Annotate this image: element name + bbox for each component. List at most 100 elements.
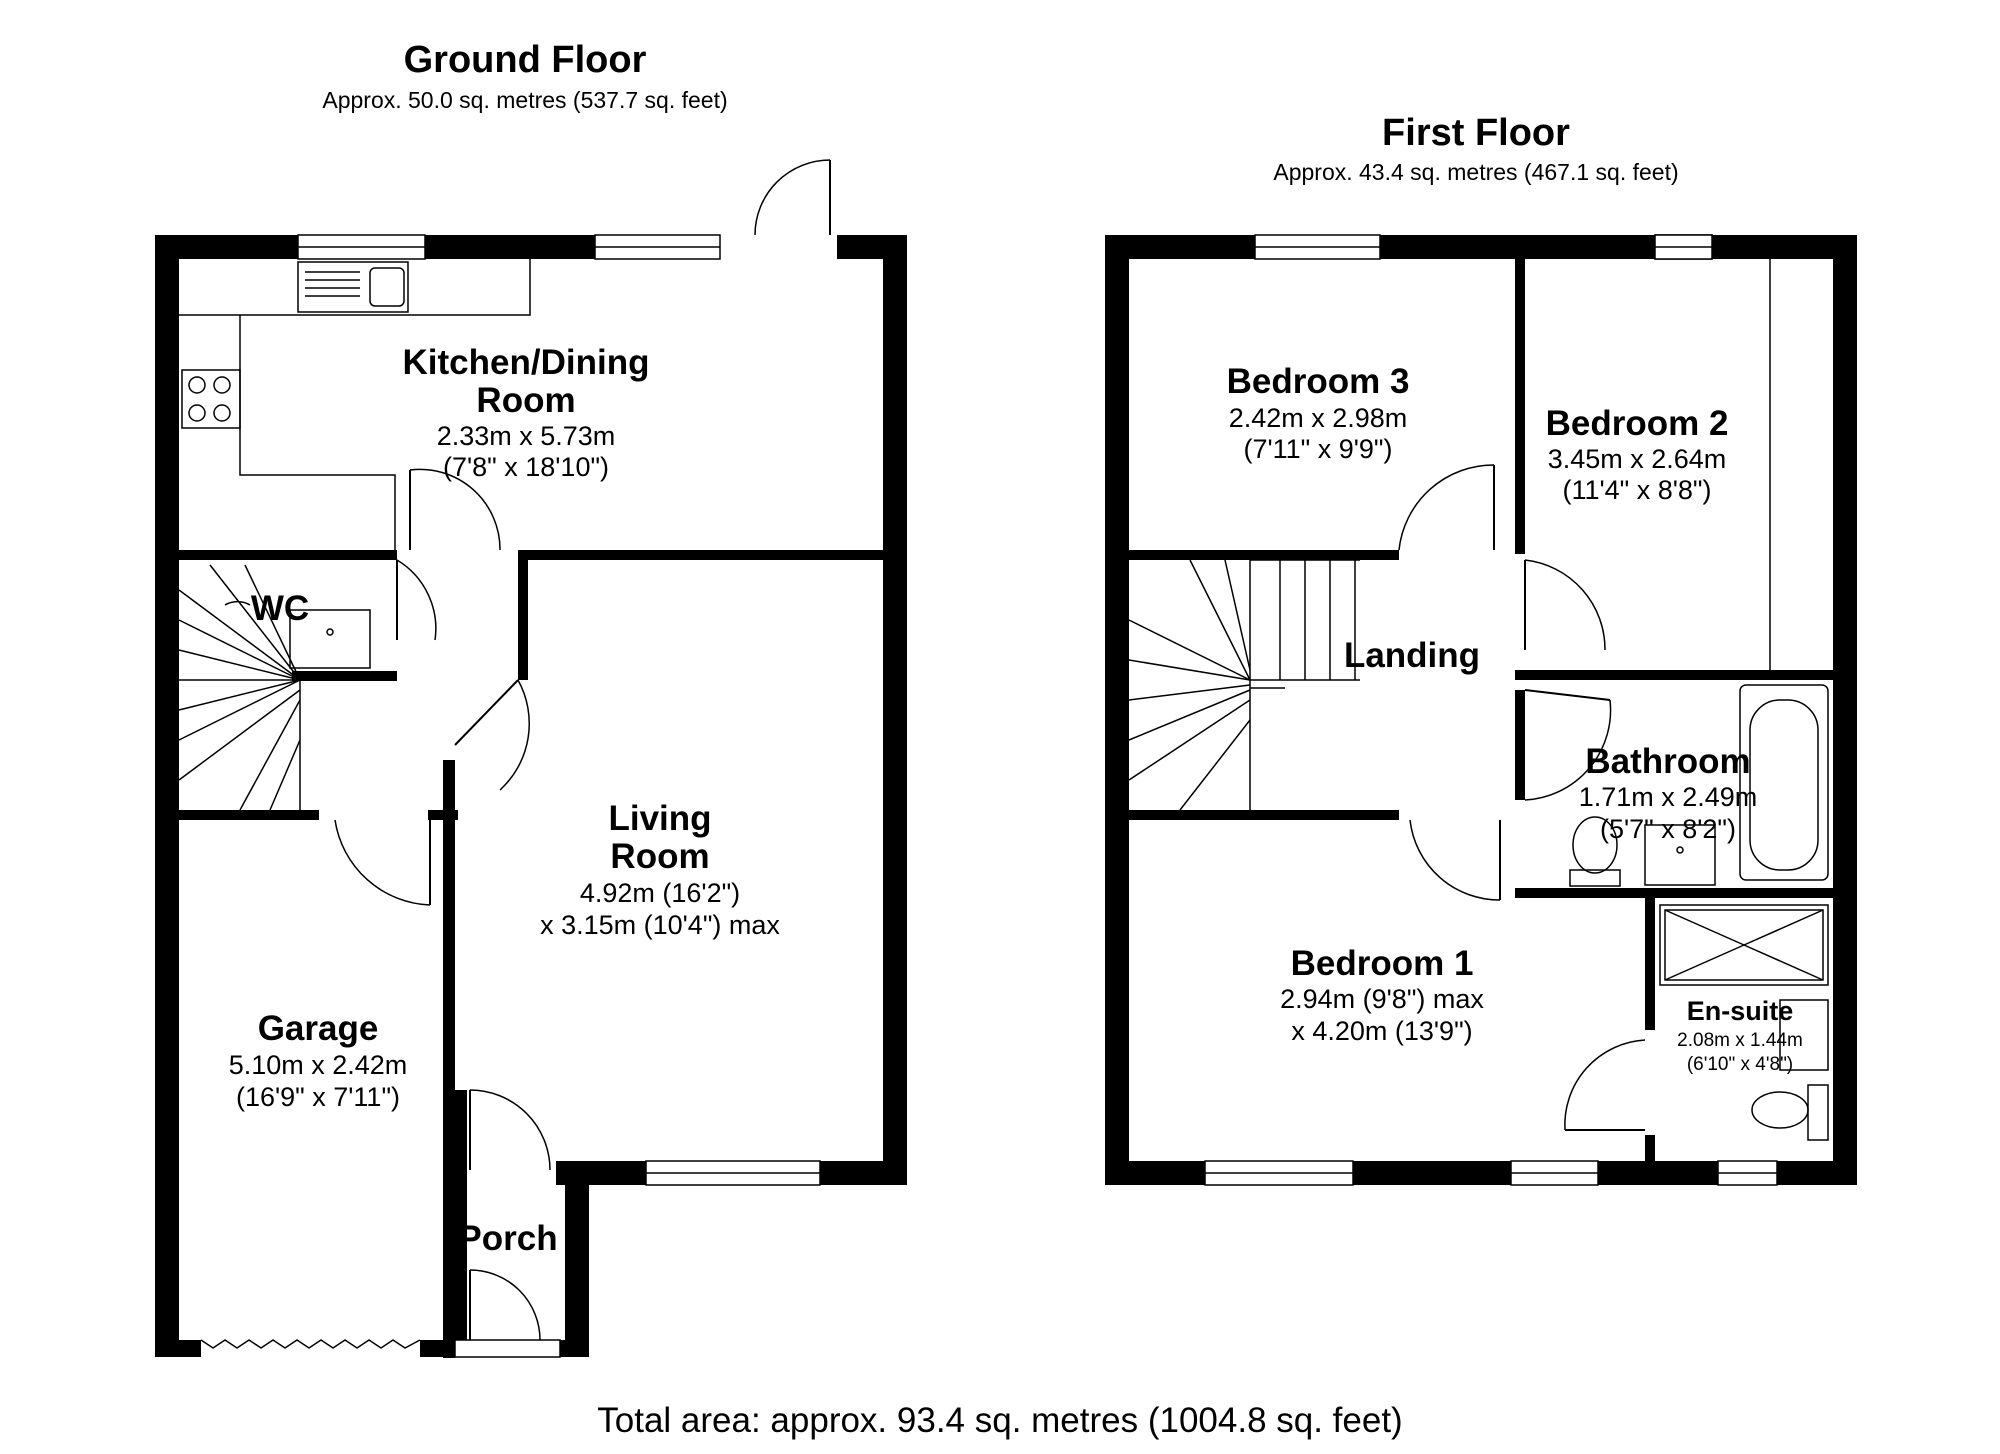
door-bed2-swing — [1524, 559, 1606, 651]
wc-basin-drain — [326, 628, 334, 636]
hob-ring-1 — [188, 376, 206, 394]
first-floor-title: First Floor — [1382, 112, 1570, 154]
porch-name: Porch — [458, 1219, 557, 1258]
porch-door-frame — [454, 1339, 561, 1358]
wall-ensuite-left-b — [1645, 1135, 1655, 1161]
door-bath-swing — [1524, 699, 1612, 801]
door-garage-swing — [334, 819, 431, 906]
door-bed3-swing — [1398, 464, 1495, 551]
ensuite-shower — [1659, 904, 1829, 986]
first-wall-bottom-1 — [1105, 1161, 1205, 1185]
landing-name: Landing — [1344, 636, 1480, 675]
wall-garage-top — [179, 810, 319, 820]
kitchen-sink-drainer — [305, 271, 360, 297]
bedroom3-dim-2: (7'11" x 9'9") — [1243, 434, 1392, 464]
living-name-1: Living — [608, 799, 711, 838]
ensuite-basin — [1779, 999, 1829, 1071]
wall-bed2-bath — [1515, 670, 1833, 680]
hob-ring-3 — [188, 404, 206, 422]
wc-name: WC — [251, 589, 309, 628]
first-wall-right — [1833, 235, 1857, 1185]
wall-ensuite-left — [1645, 898, 1655, 1030]
door-living-leaf — [454, 679, 519, 746]
wall-bed3-landing — [1129, 550, 1399, 560]
first-wall-bottom-2 — [1353, 1161, 1511, 1185]
bathroom-name: Bathroom — [1585, 742, 1750, 781]
bedroom3-dim-1: 2.42m x 2.98m — [1229, 403, 1408, 433]
ground-wall-left — [155, 235, 179, 1357]
porch-door-swing — [469, 1269, 541, 1341]
bath-tub — [1739, 684, 1829, 881]
hob-ring-4 — [213, 404, 231, 422]
bedroom2-name: Bedroom 2 — [1546, 404, 1729, 443]
garage-dim-1: 5.10m x 2.42m — [229, 1050, 408, 1080]
garage-name: Garage — [258, 1009, 379, 1048]
wall-porch-left — [455, 1090, 467, 1340]
living-name-2: Room — [610, 837, 709, 876]
hob-ring-2 — [213, 376, 231, 394]
first-wall-top-left — [1105, 235, 1255, 259]
ground-floor-plan — [155, 159, 907, 1358]
garage-dim-2: (16'9" x 7'11") — [236, 1082, 400, 1112]
wall-bath-bottom — [1515, 888, 1833, 898]
ensuite-name: En-suite — [1687, 996, 1794, 1026]
ground-floor-title: Ground Floor — [404, 39, 647, 81]
wall-wc-bottom — [292, 671, 397, 681]
ensuite-dim-1: 2.08m x 1.44m — [1677, 1030, 1803, 1051]
wall-landing-bed1 — [1129, 810, 1399, 820]
wall-hall-living — [518, 550, 528, 680]
bath-basin-drain — [1676, 846, 1684, 854]
bath-toilet-cistern — [1569, 869, 1621, 887]
ground-floor-area: Approx. 50.0 sq. metres (537.7 sq. feet) — [322, 87, 727, 113]
first-wall-bottom-4 — [1777, 1161, 1857, 1185]
kitchen-dim-2: (7'8" x 18'10") — [443, 452, 609, 482]
wall-bath-left — [1515, 690, 1525, 800]
bedroom3-name: Bedroom 3 — [1227, 362, 1410, 401]
first-wall-bottom-3 — [1598, 1161, 1718, 1185]
door-porch-living-swing — [469, 1089, 551, 1171]
bedroom1-dim-2: x 4.20m (13'9") — [1291, 1016, 1472, 1046]
door-ensuite-swing — [1564, 1039, 1646, 1131]
bedroom2-dim-1: 3.45m x 2.64m — [1548, 444, 1727, 474]
first-wall-left — [1105, 235, 1129, 1185]
bathroom-dim-2: (5'7" x 8'2") — [1600, 814, 1736, 844]
bedroom2-dim-2: (11'4" x 8'8") — [1562, 475, 1711, 505]
ensuite-shower-inner — [1664, 909, 1824, 981]
door-bed1-swing — [1409, 819, 1501, 901]
wall-garage-hall — [443, 760, 455, 1358]
living-dim-2: x 3.15m (10'4") max — [540, 910, 780, 940]
ground-wall-porch-right — [565, 1161, 589, 1357]
wall-bed3-bed2 — [1515, 259, 1525, 554]
first-floor-plan — [1105, 234, 1857, 1186]
ground-wall-porch-bottom-right — [560, 1340, 589, 1357]
garage-door — [200, 1339, 421, 1349]
first-wall-top-mid — [1380, 235, 1655, 259]
bathroom-dim-1: 1.71m x 2.49m — [1579, 782, 1758, 812]
kitchen-sink-unit — [297, 261, 409, 313]
wall-kitchen-living — [528, 550, 907, 560]
bath-basin — [1644, 824, 1716, 886]
kitchen-name-2: Room — [476, 381, 575, 420]
kitchen-name-1: Kitchen/Dining — [403, 343, 650, 382]
first-wall-top-right — [1712, 235, 1857, 259]
ground-stairs — [178, 564, 301, 811]
bedroom1-dim-1: 2.94m (9'8") max — [1280, 984, 1484, 1014]
wall-kitchen-wc-left — [179, 550, 397, 560]
first-stairs — [1128, 559, 1360, 811]
ground-wall-top-mid — [425, 235, 595, 259]
door-living-swing — [499, 679, 531, 791]
ground-wall-bottom-right — [820, 1161, 907, 1185]
back-door-swing — [754, 159, 831, 236]
ground-wall-right — [883, 235, 907, 1185]
ensuite-toilet-cistern — [1807, 1084, 1829, 1141]
total-area: Total area: approx. 93.4 sq. metres (100… — [597, 1401, 1402, 1440]
kitchen-dim-1: 2.33m x 5.73m — [437, 421, 616, 451]
bath-tub-inner — [1749, 699, 1819, 871]
first-floor-area: Approx. 43.4 sq. metres (467.1 sq. feet) — [1273, 159, 1678, 185]
kitchen-hob — [181, 369, 241, 429]
door-kitchen-swing — [409, 468, 501, 551]
ensuite-dim-2: (6'10" x 4'8") — [1687, 1054, 1793, 1075]
door-bath-leaf — [1524, 689, 1611, 701]
door-wc-swing — [396, 559, 437, 641]
